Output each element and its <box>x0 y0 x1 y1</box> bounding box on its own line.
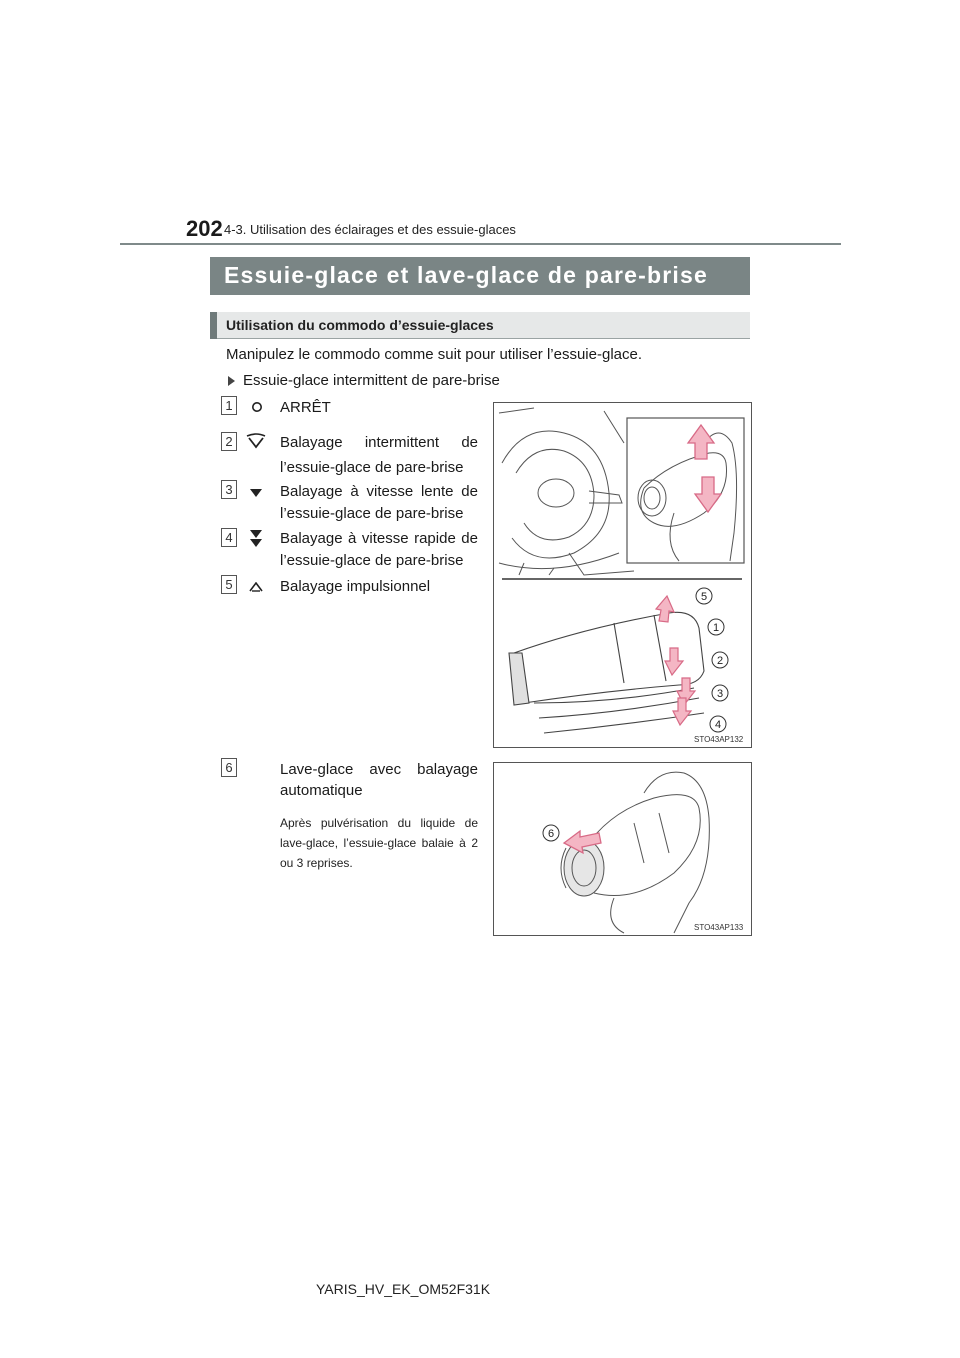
item-number-3: 3 <box>221 480 237 499</box>
subsection-marker <box>210 312 217 339</box>
wiper-lever-figure: 5 1 2 3 4 STO43AP132 <box>493 402 752 748</box>
item-number-5: 5 <box>221 575 237 594</box>
item-label-3a: Balayage à vitesse lente de <box>280 483 478 500</box>
item-label-4b: l’essuie-glace de pare-brise <box>280 552 464 569</box>
chapter-title: 4-3. Utilisation des éclairages et des e… <box>224 222 516 237</box>
item-number-6: 6 <box>221 758 237 777</box>
item-label-2b: l’essuie-glace de pare-brise <box>280 459 464 476</box>
figure-code-1: STO43AP132 <box>694 735 744 744</box>
subsection-bar <box>210 312 750 339</box>
callout-4: 4 <box>715 719 721 731</box>
intermittent-wipe-icon <box>245 432 267 450</box>
header-rule <box>120 243 841 245</box>
subsection-title: Utilisation du commodo d’essuie-glaces <box>226 317 494 333</box>
high-speed-icon <box>247 528 265 550</box>
item-number-2: 2 <box>221 432 237 451</box>
intro-text: Manipulez le commodo comme suit pour uti… <box>226 346 643 363</box>
item-label-4a: Balayage à vitesse rapide de <box>280 530 478 547</box>
section-title: Essuie-glace et lave-glace de pare-brise <box>224 262 708 288</box>
callout-5: 5 <box>701 591 707 603</box>
off-circle-icon <box>248 398 266 416</box>
callout-3: 3 <box>717 688 723 700</box>
figure-code-2: STO43AP133 <box>694 923 744 932</box>
item-label-6b: automatique <box>280 782 363 799</box>
callout-1: 1 <box>713 622 719 634</box>
item-number-1: 1 <box>221 396 237 415</box>
washer-note: Après pulvérisation du liquide de lave-g… <box>280 816 478 870</box>
low-speed-icon <box>247 484 265 502</box>
washer-figure: 6 STO43AP133 <box>493 762 752 936</box>
callout-2: 2 <box>717 655 723 667</box>
mist-icon <box>247 578 265 596</box>
item-label-2a: Balayage intermittent de <box>280 434 478 451</box>
callout-6: 6 <box>548 828 554 840</box>
page-number: 202 <box>186 216 223 241</box>
item-label-5: Balayage impulsionnel <box>280 578 431 595</box>
bullet-triangle-icon <box>228 376 235 386</box>
footer-code: YARIS_HV_EK_OM52F31K <box>316 1281 491 1297</box>
item-label-3b: l’essuie-glace de pare-brise <box>280 505 464 522</box>
item-label-6a: Lave-glace avec balayage <box>280 761 478 778</box>
bullet-heading: Essuie-glace intermittent de pare-brise <box>243 372 500 389</box>
item-label-1: ARRÊT <box>280 399 331 416</box>
section-bar <box>210 257 750 295</box>
item-number-4: 4 <box>221 528 237 547</box>
